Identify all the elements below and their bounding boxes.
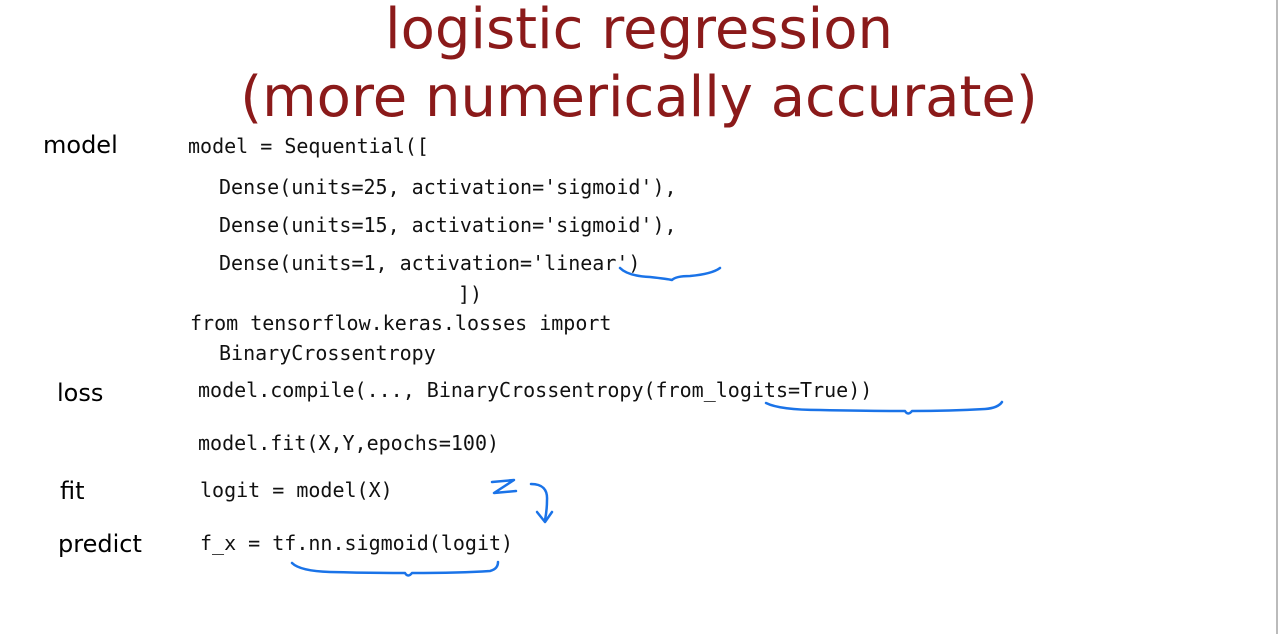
label-fit: fit (60, 477, 85, 505)
underline-from-logits (764, 400, 1004, 415)
underline-sigmoid (290, 560, 500, 577)
code-model-line-1: model = Sequential([ (188, 134, 429, 158)
code-predict-line: f_x = tf.nn.sigmoid(logit) (200, 531, 514, 555)
arrowhead (535, 510, 554, 524)
code-import-line-2: BinaryCrossentropy (219, 341, 436, 365)
code-compile-line: model.compile(..., BinaryCrossentropy(fr… (198, 378, 873, 402)
slide-title-line-2: (more numerically accurate) (240, 65, 1038, 130)
code-model-line-4: Dense(units=1, activation='linear') (219, 251, 641, 275)
code-model-line-2: Dense(units=25, activation='sigmoid'), (219, 175, 677, 199)
code-model-line-5: ]) (458, 282, 483, 306)
label-loss: loss (57, 379, 104, 407)
label-predict: predict (58, 530, 142, 558)
slide-right-border (1276, 0, 1278, 634)
handwritten-z (490, 478, 518, 495)
curved-arrow (529, 482, 549, 522)
label-model: model (43, 131, 118, 159)
code-import-line-1: from tensorflow.keras.losses import (190, 311, 612, 335)
slide-title-line-1: logistic regression (385, 0, 893, 62)
code-logit-line: logit = model(X) (200, 478, 393, 502)
code-fit-line: model.fit(X,Y,epochs=100) (198, 431, 500, 455)
code-model-line-3: Dense(units=15, activation='sigmoid'), (219, 213, 677, 237)
